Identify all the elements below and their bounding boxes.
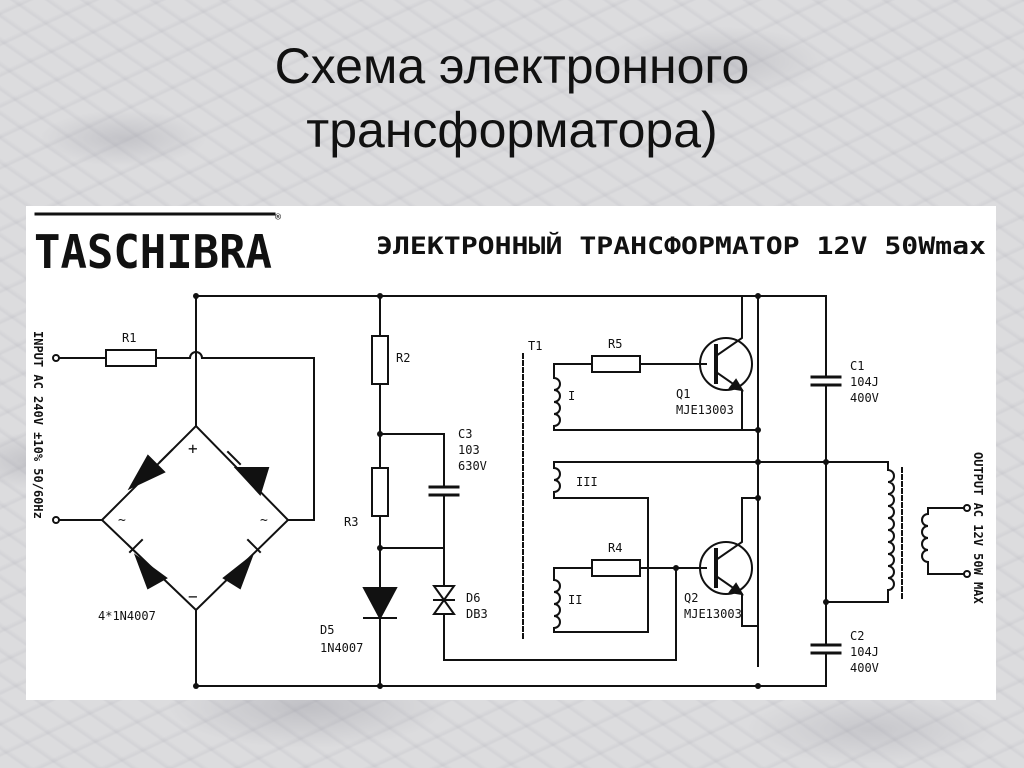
output-terminal-1 <box>963 504 971 512</box>
q1-emitter-arrow <box>728 378 744 392</box>
junction-dot <box>377 545 383 551</box>
positive-rail <box>195 295 827 427</box>
c1-label: C1 <box>850 359 864 373</box>
d6-value: DB3 <box>466 607 488 621</box>
junction-dot <box>823 459 829 465</box>
q1-emitter <box>714 370 759 431</box>
bridge-diode-2-bar <box>226 450 242 466</box>
junction-dot <box>673 565 679 571</box>
bridge-diode-4-bar <box>246 538 262 554</box>
q1-transistor <box>699 337 753 391</box>
c1-value-1: 104J <box>850 375 879 389</box>
d5-label: D5 <box>320 623 334 637</box>
q2-label: Q2 <box>684 591 698 605</box>
q2-transistor <box>699 541 753 595</box>
wire <box>443 567 677 661</box>
bridge-ac-2: ~ <box>260 513 268 528</box>
junction-dot <box>823 599 829 605</box>
c3-value-1: 103 <box>458 443 480 457</box>
bridge-diode-1-bar <box>158 448 174 464</box>
bridge-minus: − <box>188 587 198 606</box>
schematic-diagram: TASCHIBRA ® ЭЛЕКТРОННЫЙ ТРАНСФОРМАТОР 12… <box>31 212 986 689</box>
junction-dot <box>377 683 383 689</box>
bridge-diode-2 <box>233 467 270 496</box>
r4-label: R4 <box>608 541 622 555</box>
junction-dot <box>755 683 761 689</box>
r2-resistor <box>371 335 389 385</box>
winding-2-label: II <box>568 593 582 607</box>
d6-diac-1 <box>432 585 456 602</box>
bridge-diode-4 <box>222 553 255 590</box>
t1-label: T1 <box>528 339 542 353</box>
slide-title-line-2: трансформатора) <box>306 102 718 158</box>
q1-label: Q1 <box>676 387 690 401</box>
output-terminal-2 <box>963 570 971 578</box>
r3-label: R3 <box>344 515 358 529</box>
output-label: OUTPUT AC 12V 50W MAX <box>971 452 985 604</box>
d6-diac-2 <box>432 598 456 615</box>
q2-value: MJE13003 <box>684 607 742 621</box>
r5-label: R5 <box>608 337 622 351</box>
winding-1-label: I <box>568 389 575 403</box>
input-label: INPUT AC 240V ±10% 50/60Hz <box>31 331 45 519</box>
c1-value-2: 400V <box>850 391 879 405</box>
d5-diode <box>362 587 398 621</box>
q1-collector <box>714 295 743 358</box>
bridge-diode-3-bar <box>128 538 144 554</box>
junction-dot <box>193 293 199 299</box>
r1-label: R1 <box>122 331 136 345</box>
r2-label: R2 <box>396 351 410 365</box>
c2-value-1: 104J <box>850 645 879 659</box>
output-secondary-winding <box>921 507 965 575</box>
c2-label: C2 <box>850 629 864 643</box>
bridge-diode-1 <box>127 454 166 491</box>
junction-dot <box>755 293 761 299</box>
d6-label: D6 <box>466 591 480 605</box>
bridge-ac-1: ~ <box>118 513 126 528</box>
r5-resistor <box>591 355 641 373</box>
junction-dot <box>193 683 199 689</box>
winding-3-label: III <box>576 475 598 489</box>
wire <box>155 351 315 521</box>
bridge-diode-3 <box>133 553 168 590</box>
slide-title-line-1: Схема электронного <box>274 38 750 94</box>
junction-dot <box>755 427 761 433</box>
schematic-heading: ЭЛЕКТРОННЫЙ ТРАНСФОРМАТОР 12V 50Wmax <box>376 231 986 260</box>
negative-rail <box>195 609 827 687</box>
bridge-plus: + <box>188 439 198 458</box>
r1-resistor <box>105 349 157 367</box>
schematic-panel: TASCHIBRA ® ЭЛЕКТРОННЫЙ ТРАНСФОРМАТОР 12… <box>26 206 996 700</box>
q2-emitter-arrow <box>728 582 744 596</box>
junction-dot <box>377 293 383 299</box>
t1-winding-2 <box>553 567 649 633</box>
slide-title: Схема электронного трансформатора) <box>0 34 1024 162</box>
d5-value: 1N4007 <box>320 641 363 655</box>
junction-dot <box>755 459 761 465</box>
q1-value: MJE13003 <box>676 403 734 417</box>
junction-dot <box>755 495 761 501</box>
t1-winding-1 <box>553 363 759 431</box>
bridge-label: 4*1N4007 <box>98 609 156 623</box>
output-primary-winding <box>757 461 895 603</box>
c3-label: C3 <box>458 427 472 441</box>
r4-resistor <box>591 559 641 577</box>
r3-resistor <box>371 467 389 517</box>
q2-collector <box>714 497 759 562</box>
q2-emitter <box>714 574 759 627</box>
wire <box>379 433 445 487</box>
junction-dot <box>377 431 383 437</box>
t1-winding-3 <box>553 461 757 499</box>
c3-value-2: 630V <box>458 459 487 473</box>
registered-mark: ® <box>275 212 282 223</box>
taschibra-logo: TASCHIBRA <box>34 225 272 279</box>
c2-value-2: 400V <box>850 661 879 675</box>
